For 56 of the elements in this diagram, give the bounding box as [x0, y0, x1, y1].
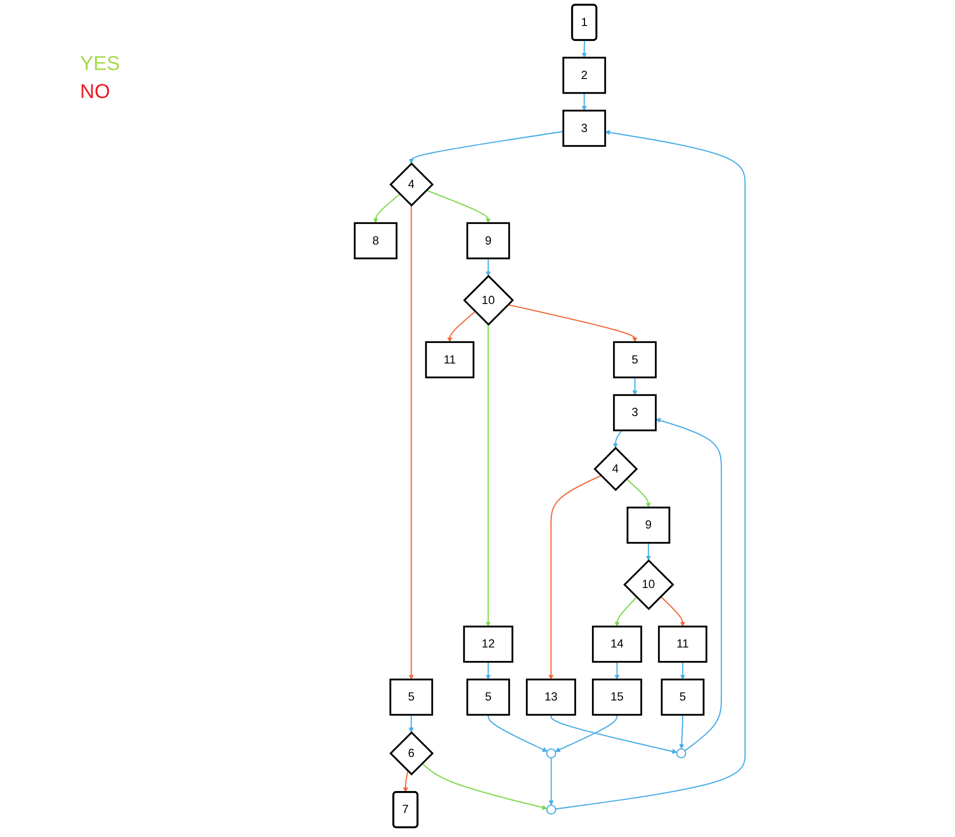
node-box: 8 [354, 222, 398, 260]
arrow [486, 324, 491, 627]
arrow [582, 40, 587, 58]
node-box: 14 [592, 626, 642, 663]
arrow [614, 662, 620, 680]
arrow [486, 258, 491, 276]
node-box: 5 [390, 678, 434, 716]
arrow [626, 478, 652, 508]
arrow [555, 714, 618, 752]
node-circle [546, 748, 556, 758]
arrow [408, 130, 564, 164]
node-box: 5 [466, 678, 510, 716]
arrow [447, 310, 476, 342]
node-box: 11 [425, 341, 474, 378]
node-box: 3 [613, 394, 657, 432]
arrow [486, 662, 491, 680]
arrow [408, 205, 414, 680]
node-box: 9 [466, 222, 510, 260]
arrow [426, 190, 491, 224]
arrow [548, 475, 602, 680]
arrow [403, 770, 408, 792]
arrow [556, 130, 746, 810]
arrow [508, 304, 638, 342]
arrow [550, 714, 678, 754]
node-diamond: 6 [390, 731, 434, 776]
node-box: 5 [613, 341, 657, 378]
arrow [646, 542, 652, 561]
node-box: 5 [660, 678, 705, 716]
arrow [614, 596, 638, 627]
arrow [656, 418, 722, 752]
legend-entry: NO [80, 80, 111, 105]
node-box: 15 [592, 678, 642, 716]
node-box: 3 [562, 110, 606, 147]
node-box: 2 [562, 56, 606, 94]
node-circle [676, 748, 686, 758]
arrow [679, 714, 684, 750]
arrow [408, 714, 414, 733]
node-circle [546, 804, 556, 815]
arrow [422, 762, 548, 810]
arrow [612, 430, 622, 448]
arrow [582, 92, 587, 111]
legend-entry: YES [80, 52, 120, 77]
node-box: 12 [463, 626, 514, 663]
node-diamond: 10 [463, 274, 514, 326]
node-box: 9 [626, 506, 670, 544]
arrow [632, 377, 638, 396]
node-diamond: 4 [390, 162, 434, 207]
arrow [488, 714, 548, 752]
arrow [660, 596, 686, 627]
node-box: 13 [526, 678, 576, 716]
node-diamond: 4 [594, 446, 638, 492]
node-box: 11 [658, 626, 708, 663]
arrow [373, 194, 400, 224]
arrow [680, 662, 686, 680]
node-diamond: 10 [623, 559, 674, 610]
arrow [548, 758, 554, 806]
